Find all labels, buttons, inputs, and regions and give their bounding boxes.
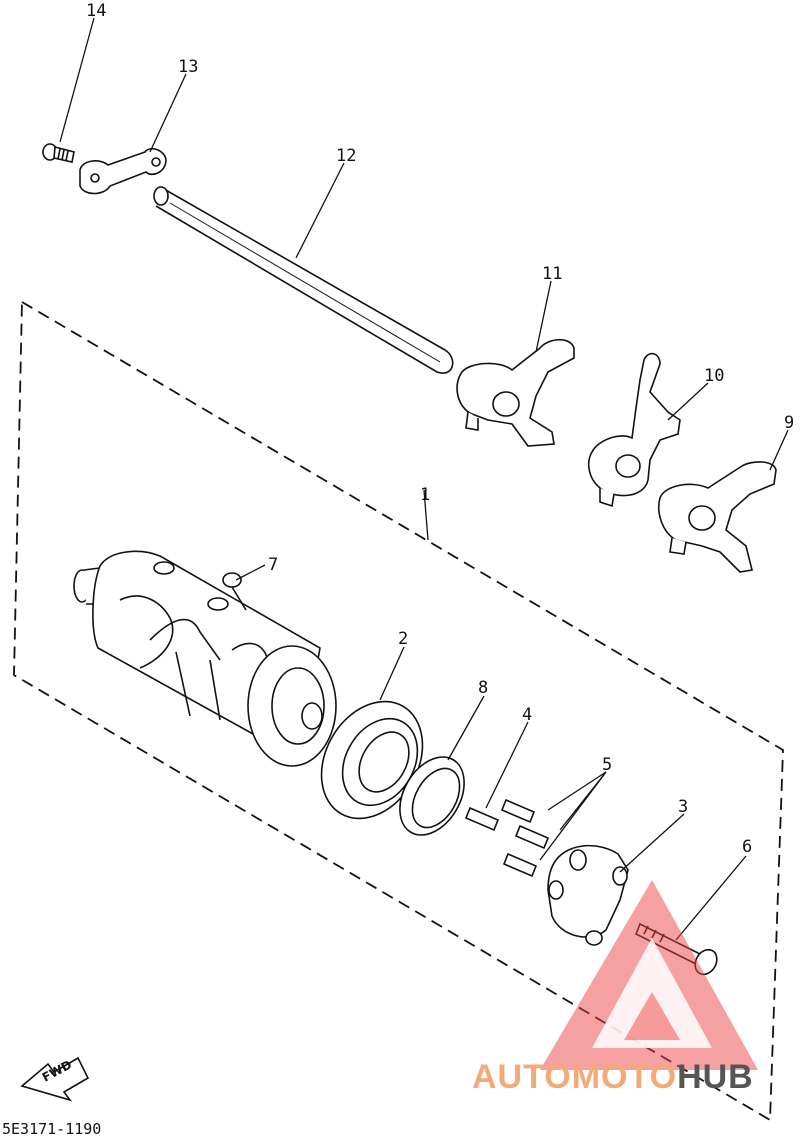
bearing-part-2 (320, 700, 424, 820)
callout-labels: 1 2 3 4 5 6 7 8 9 10 11 12 13 14 (86, 1, 794, 857)
callout-5: 5 (602, 755, 612, 775)
dowel-pins-part-4-5 (464, 798, 550, 878)
guide-bar-part-12 (153, 186, 454, 374)
stopper-plate-part-13 (79, 148, 167, 195)
callout-7: 7 (268, 555, 278, 575)
callout-13: 13 (178, 57, 198, 77)
callout-14: 14 (86, 1, 106, 21)
screw-part-14 (42, 143, 75, 163)
callout-8: 8 (478, 678, 488, 698)
callout-9: 9 (784, 413, 794, 433)
circlip-part-8 (399, 756, 465, 836)
callout-4: 4 (522, 705, 532, 725)
callout-1: 1 (420, 485, 430, 505)
callout-10: 10 (704, 366, 724, 386)
shift-fork-part-9 (658, 461, 777, 573)
watermark-text: AUTOMOTOHUB (472, 1058, 754, 1096)
callout-6: 6 (742, 837, 752, 857)
fwd-arrow-icon (20, 1056, 90, 1102)
part-code: 5E3171-1190 (2, 1120, 101, 1138)
callout-3: 3 (678, 797, 688, 817)
leader-lines (59, 17, 789, 941)
callout-12: 12 (336, 146, 356, 166)
warning-triangle-logo-icon (540, 880, 758, 1070)
callout-11: 11 (542, 264, 562, 284)
watermark-secondary: HUB (677, 1058, 754, 1096)
shift-fork-part-11 (456, 338, 575, 447)
shift-fork-part-10 (587, 352, 681, 508)
callout-2: 2 (398, 629, 408, 649)
watermark-primary: AUTOMOTO (472, 1058, 677, 1096)
pin-part-7 (222, 572, 247, 611)
segment-part-3 (547, 844, 629, 946)
shift-drum-assembly (73, 550, 337, 767)
